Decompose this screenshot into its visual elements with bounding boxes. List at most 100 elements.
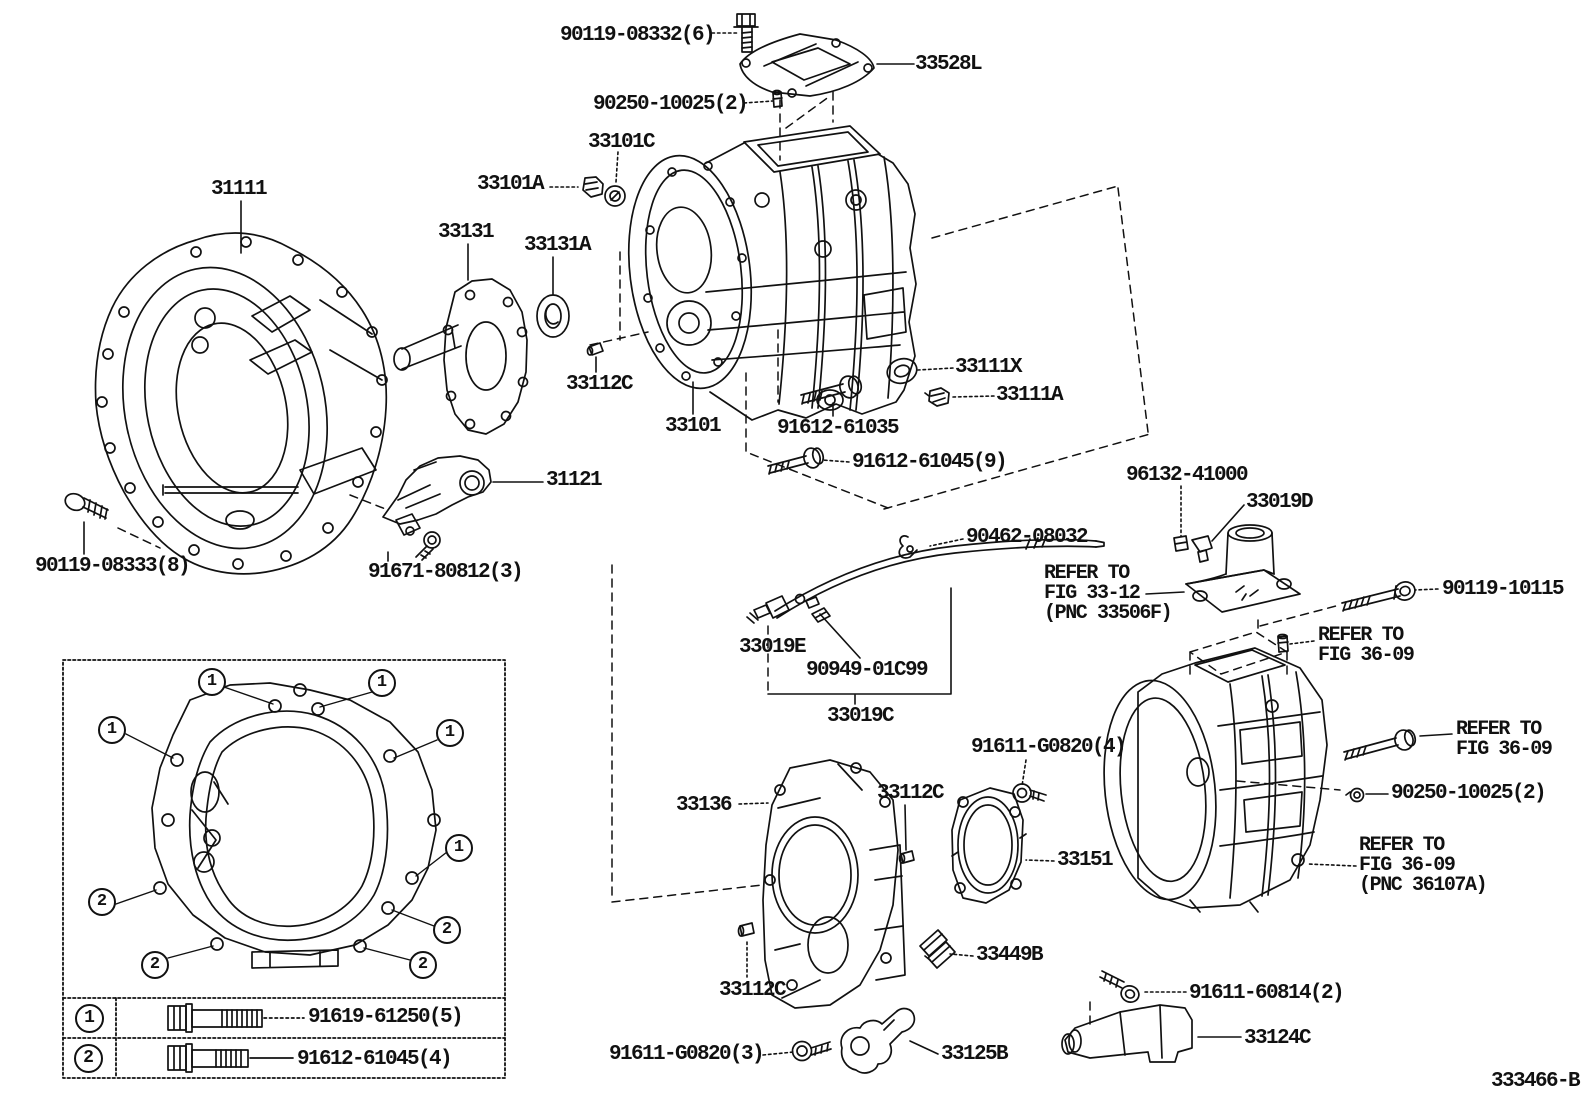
bolt-91612-61045	[767, 447, 825, 475]
part-label-33136: 33136	[676, 794, 733, 817]
callout-2: 2	[88, 888, 116, 916]
callout-2: 2	[433, 916, 461, 944]
retainer-33151	[951, 787, 1027, 904]
part-label-31111: 31111	[211, 178, 268, 201]
bolt-fig36-09	[1343, 729, 1417, 761]
retainer-33131	[393, 278, 529, 435]
pin-33112C-middle	[898, 850, 915, 864]
part-label-90949-01C99: 90949-01C99	[806, 659, 929, 682]
breather-fig36-09	[1277, 633, 1289, 653]
part-label-33125B: 33125B	[941, 1043, 1009, 1066]
seal-33131A	[536, 294, 570, 338]
refer-note-line: FIG 36-09	[1359, 854, 1456, 877]
bolt-90119-08333	[64, 492, 109, 520]
legend-part-91619-61250: 91619-61250(5)	[308, 1006, 464, 1029]
cable-end-fittings-33019E	[794, 593, 831, 623]
part-label-33101A: 33101A	[477, 173, 545, 196]
refer-note-line: (PNC 36107A)	[1359, 874, 1488, 897]
part-label-33019C: 33019C	[827, 705, 895, 728]
part-label-33131A: 33131A	[524, 234, 592, 257]
bolt-90119-10115	[1341, 581, 1416, 612]
bell-housing-31111	[94, 232, 388, 575]
refer-note-line: (PNC 33506F)	[1044, 602, 1173, 625]
callout-1: 1	[445, 834, 473, 862]
refer-note-fig33-12: REFER TO FIG 33-12 (PNC 33506F)	[1044, 562, 1173, 625]
refer-note-line: REFER TO	[1456, 718, 1542, 741]
inset-rear-view	[115, 682, 448, 969]
part-label-33019E: 33019E	[739, 636, 807, 659]
diagram-code: 333466-B	[1491, 1070, 1581, 1093]
speedo-cable-33019C	[746, 536, 1105, 624]
speedo-driven-gear-fig33-12	[1185, 524, 1301, 613]
callout-1: 1	[436, 719, 464, 747]
callout-2: 2	[141, 951, 169, 979]
part-label-91612-61035: 91612-61035	[777, 417, 900, 440]
part-label-33449B: 33449B	[976, 944, 1044, 967]
part-label-33111A: 33111A	[996, 384, 1064, 407]
part-label-90119-10115: 90119-10115	[1442, 578, 1565, 601]
refer-note-line: FIG 36-09	[1318, 644, 1415, 667]
bolt-91671-80812	[415, 531, 441, 561]
legend-bolt-2	[167, 1043, 294, 1073]
clamp-33449B	[919, 929, 956, 969]
bolt-91611-G0820-3	[791, 1040, 832, 1062]
refer-note-fig36-09-pnc36107A: REFER TO FIG 36-09 (PNC 36107A)	[1359, 834, 1488, 897]
part-label-33112C-upper: 33112C	[566, 373, 634, 396]
refer-note-fig36-09-a: REFER TO FIG 36-09	[1318, 626, 1415, 667]
part-label-33111X: 33111X	[955, 356, 1023, 379]
part-label-90462-08032: 90462-08032	[966, 526, 1089, 549]
part-label-90250-10025-right: 90250-10025(2)	[1391, 782, 1547, 805]
pin-33112C-upper	[586, 342, 604, 356]
refer-note-fig36-09-b: REFER TO FIG 36-09	[1456, 718, 1553, 761]
part-label-33151: 33151	[1057, 849, 1114, 872]
grommet-96132-41000	[1173, 535, 1189, 552]
part-label-90119-08332: 90119-08332(6)	[560, 24, 716, 47]
refer-note-line: FIG 33-12	[1044, 582, 1141, 605]
part-label-33101: 33101	[665, 415, 722, 438]
part-label-33019D: 33019D	[1246, 491, 1314, 514]
clamp-33125B	[840, 1007, 916, 1074]
refer-note-line: REFER TO	[1359, 834, 1445, 857]
plate-33136	[762, 759, 906, 1009]
callout-2: 2	[409, 951, 437, 979]
part-label-91612-61045: 91612-61045(9)	[852, 451, 1008, 474]
bolt-91612-61035	[800, 375, 863, 405]
refer-note-line: FIG 36-09	[1456, 738, 1553, 761]
part-label-91611-60814: 91611-60814(2)	[1189, 982, 1345, 1005]
inset-box	[62, 659, 506, 1079]
callout-1: 1	[368, 669, 396, 697]
part-label-91611-G0820-3: 91611-G0820(3)	[609, 1043, 765, 1066]
refer-note-line: REFER TO	[1044, 562, 1130, 585]
bolt-33101A	[582, 176, 604, 198]
construction-lines	[117, 91, 1341, 1027]
legend-symbol-2: 2	[74, 1044, 103, 1073]
plug-33111A	[924, 387, 950, 407]
part-label-96132-41000: 96132-41000	[1126, 464, 1249, 487]
extension-case-fig36-09	[1103, 647, 1328, 913]
legend-part-91612-61045: 91612-61045(4)	[297, 1048, 453, 1071]
part-label-33528L: 33528L	[915, 53, 983, 76]
callout-1: 1	[198, 668, 226, 696]
part-label-33124C: 33124C	[1244, 1027, 1312, 1050]
legend-symbol-1: 1	[75, 1004, 104, 1033]
part-label-33112C-bottom: 33112C	[719, 979, 787, 1002]
pin-33112C-bottom	[737, 922, 755, 937]
sensor-33124C	[1061, 1004, 1193, 1063]
bolt-90119-08332	[733, 13, 759, 53]
cover-33528L	[739, 33, 875, 98]
bolt-91611-G0820-4	[1012, 783, 1047, 803]
transmission-case-33101	[627, 125, 917, 421]
legend-bolt-1	[167, 1003, 305, 1033]
bolt-91611-60814	[1099, 970, 1140, 1003]
gasket-33111X	[886, 357, 918, 385]
union-33019D	[1191, 535, 1213, 563]
pin-90250-10025-top	[772, 89, 783, 108]
part-label-91611-G0820-4: 91611-G0820(4)	[971, 736, 1127, 759]
part-label-33112C-middle: 33112C	[877, 782, 945, 805]
callout-1: 1	[98, 716, 126, 744]
pin-90250-10025-right	[1345, 787, 1365, 803]
part-label-91671-80812: 91671-80812(3)	[368, 561, 524, 584]
part-label-33101C: 33101C	[588, 131, 656, 154]
